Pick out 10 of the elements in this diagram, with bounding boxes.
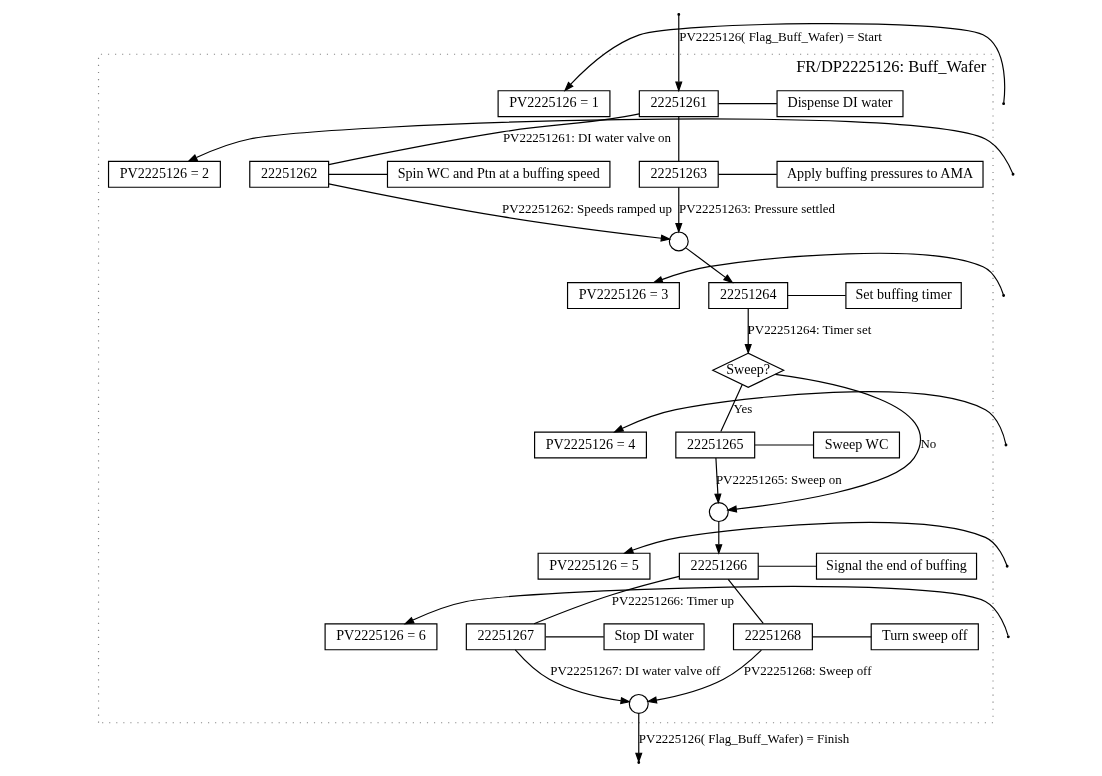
edge-label: PV2225126( Flag_Buff_Wafer) = Finish	[638, 730, 849, 746]
edge-label: PV22251263: Pressure settled	[678, 200, 835, 216]
edge-label: PV22251261: DI water valve on	[502, 129, 671, 145]
edge-label: PV22251267: DI water valve off	[549, 662, 720, 678]
edge-label: PV22251266: Timer up	[611, 592, 734, 608]
edge-label: Yes	[733, 400, 752, 416]
edge-label: PV2225126( Flag_Buff_Wafer) = Start	[678, 28, 882, 44]
edge-label: PV22251262: Speeds ramped up	[501, 200, 672, 216]
edge-label: No	[919, 435, 936, 451]
edge-label: PV22251268: Sweep off	[743, 662, 872, 678]
